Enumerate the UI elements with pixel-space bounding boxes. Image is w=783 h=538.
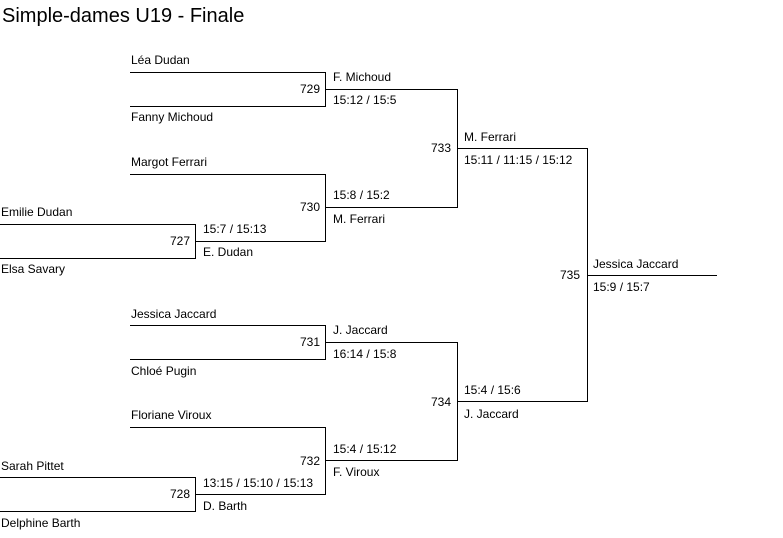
bracket-line [325,207,458,208]
bracket-line [130,174,326,175]
match-winner: J. Jaccard [464,407,519,421]
bracket-line [0,511,196,512]
match-number: 735 [559,268,580,282]
bracket-line [130,325,326,326]
bracket-line [0,224,196,225]
match-score: 16:14 / 15:8 [333,347,397,361]
player-name: Elsa Savary [1,262,66,276]
bracket-line [457,401,588,402]
page-title: Simple-dames U19 - Finale [2,5,245,27]
match-winner: J. Jaccard [333,323,388,337]
player-name: Sarah Pittet [1,459,64,473]
player-name: Chloé Pugin [131,364,197,378]
match-winner: M. Ferrari [464,130,516,144]
match-score: 15:12 / 15:5 [333,93,397,107]
match-score: 15:4 / 15:12 [333,442,397,456]
match-score: 15:11 / 11:15 / 15:12 [464,153,573,167]
match-score: 15:9 / 15:7 [593,280,650,294]
bracket-line [130,72,326,73]
player-name: Floriane Viroux [131,408,212,422]
match-winner: F. Viroux [333,465,380,479]
match-winner: M. Ferrari [333,212,385,226]
bracket-line [130,106,326,107]
bracket-line [325,174,326,242]
match-number: 732 [299,454,320,468]
match-winner: F. Michoud [333,70,392,84]
player-name: Léa Dudan [131,53,190,67]
bracket-line [195,241,326,242]
bracket-line [130,427,326,428]
bracket-line [0,477,196,478]
player-name: Margot Ferrari [131,155,208,169]
champion-name: Jessica Jaccard [593,257,679,271]
match-winner: D. Barth [203,499,248,513]
match-score: 15:8 / 15:2 [333,188,390,202]
bracket-line [457,148,588,149]
match-number: 730 [299,200,320,214]
bracket-line [325,460,458,461]
match-winner: E. Dudan [203,245,254,259]
match-number: 734 [430,395,451,409]
match-score: 13:15 / 15:10 / 15:13 [203,476,314,490]
bracket-line [325,89,458,90]
bracket-line [195,494,326,495]
match-number: 733 [430,141,451,155]
match-number: 731 [299,335,320,349]
bracket-line [587,275,717,276]
match-number: 727 [169,234,190,248]
player-name: Fanny Michoud [131,110,214,124]
player-name: Jessica Jaccard [131,307,217,321]
match-score: 15:4 / 15:6 [464,383,521,397]
bracket-line [325,342,458,343]
bracket-line [130,359,326,360]
player-name: Delphine Barth [1,516,81,530]
bracket-line [325,427,326,495]
match-score: 15:7 / 15:13 [203,222,267,236]
bracket-line [0,258,196,259]
match-number: 729 [299,82,320,96]
player-name: Emilie Dudan [1,205,73,219]
match-number: 728 [169,487,190,501]
